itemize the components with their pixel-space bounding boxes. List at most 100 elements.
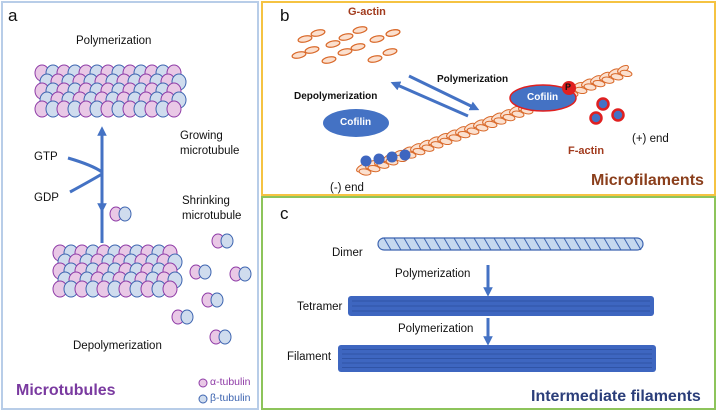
beta-tubulin — [198, 264, 212, 280]
dimer-coil-stripe — [553, 237, 562, 251]
free-phospho-cofilin-dots — [589, 97, 625, 125]
gtp-arrow — [67, 156, 103, 174]
beta-tubulin — [218, 329, 232, 345]
dimer-coil-stripe — [433, 237, 442, 251]
f-actin-subunit — [484, 120, 498, 129]
dimer-label: Dimer — [332, 247, 363, 259]
gtp-label: GTP — [34, 151, 58, 163]
f-actin-subunit — [619, 69, 633, 78]
g-actin — [291, 51, 307, 59]
panel-a-letter: a — [8, 6, 18, 25]
dimer-coil-stripe — [453, 237, 462, 251]
panel-microfilaments — [261, 1, 716, 196]
alpha-tubulin-legend: α-tubulin — [210, 376, 251, 388]
f-actin-subunit — [439, 137, 453, 146]
microfilaments-title: Microfilaments — [591, 172, 704, 189]
dimer-coil-stripe — [583, 237, 592, 251]
dimer-coil-stripe — [523, 237, 532, 251]
g-actin — [337, 48, 353, 56]
dimer-coil-stripe — [533, 237, 542, 251]
g-actin — [369, 35, 385, 43]
beta-tubulin-legend: β-tubulin — [210, 392, 251, 404]
depolymerization-label-b: Depolymerization — [294, 91, 378, 102]
growing-label: Growing — [180, 130, 223, 142]
g-actin — [385, 29, 401, 37]
dimer-coil-stripe — [493, 237, 502, 251]
f-actin-subunit — [601, 76, 615, 84]
dimer-coil-stripe — [473, 237, 482, 251]
shrinking-label-2: microtubule — [182, 210, 242, 222]
dimer-coil-stripe — [483, 237, 492, 251]
f-actin-subunit — [421, 144, 435, 152]
f-actin-subunit — [412, 147, 426, 156]
g-actin — [382, 48, 398, 56]
f-actin-subunit — [493, 117, 507, 125]
shrinking-label: Shrinking — [182, 195, 230, 207]
dimer-coil-stripe — [603, 237, 612, 251]
f-actin-subunit — [466, 127, 480, 135]
cofilin-label: Cofilin — [340, 117, 372, 128]
g-actin — [350, 43, 366, 51]
g-actin — [352, 26, 368, 34]
g-actin — [304, 46, 320, 54]
g-actin — [321, 56, 337, 64]
dimer-coil — [377, 237, 644, 251]
dimer-coil-stripe — [513, 237, 522, 251]
beta-tubulin — [210, 292, 224, 308]
dimer-coil-stripe — [573, 237, 582, 251]
growing-microtubule — [34, 64, 187, 118]
beta-tubulin — [238, 266, 252, 282]
depolymerization-label-a: Depolymerization — [73, 340, 162, 352]
dimer-coil-stripe — [503, 237, 512, 251]
beta-tubulin — [118, 206, 132, 222]
polymerization-label-c2: Polymerization — [398, 323, 474, 335]
dimer-coil-stripe — [613, 237, 622, 251]
growing-label-2: microtubule — [180, 145, 240, 157]
filament-bundle — [338, 345, 656, 372]
dimer-coil-stripe — [463, 237, 472, 251]
panel-c-letter: c — [280, 204, 289, 223]
phosphate-icon — [562, 81, 576, 95]
f-actin-subunit — [583, 83, 597, 91]
dimer-coil-stripe — [563, 237, 572, 251]
g-actin — [338, 33, 354, 41]
dimer-coil-stripe — [393, 237, 402, 251]
phospho-cofilin-shape — [509, 84, 577, 112]
alpha-tubulin-legend-icon — [198, 378, 208, 388]
g-actin — [297, 35, 313, 43]
minus-end-label: (-) end — [330, 182, 364, 194]
f-actin-subunit — [430, 141, 444, 149]
beta-tubulin — [180, 309, 194, 325]
depolymerization-arrow-b — [390, 81, 469, 118]
tetramer-bundle — [348, 296, 654, 316]
polymerization-label-b: Polymerization — [437, 74, 509, 85]
tubulin-subunit — [166, 100, 182, 118]
panel-b-letter: b — [280, 6, 290, 25]
plus-end-label: (+) end — [632, 133, 669, 145]
dimer-coil-stripe — [633, 237, 642, 251]
filament-label: Filament — [287, 351, 332, 363]
g-actin — [310, 29, 326, 37]
g-actin-label: G-actin — [348, 6, 386, 18]
polymerization-label-a: Polymerization — [76, 35, 152, 47]
gdp-label: GDP — [34, 192, 59, 204]
beta-tubulin — [220, 233, 234, 249]
intermediate-filaments-title: Intermediate filaments — [531, 388, 701, 405]
dimer-coil-stripe — [403, 237, 412, 251]
dimer-coil-stripe — [623, 237, 632, 251]
f-actin-subunit — [475, 124, 489, 132]
dimer-coil-stripe — [383, 237, 392, 251]
phospho-cofilin-label: Cofilin — [527, 92, 559, 103]
bound-cofilin-dots — [360, 149, 411, 167]
f-actin-subunit — [502, 113, 516, 122]
shrinking-microtubule — [52, 244, 183, 298]
dimer-coil-stripe — [423, 237, 432, 251]
g-actin — [325, 40, 341, 48]
phosphate-label: P — [565, 82, 572, 92]
g-actin — [367, 55, 383, 63]
f-actin-subunit — [367, 164, 381, 173]
g-actin-monomers — [291, 26, 401, 64]
dimer-coil-stripe — [593, 237, 602, 251]
beta-tubulin-legend-icon — [198, 394, 208, 404]
